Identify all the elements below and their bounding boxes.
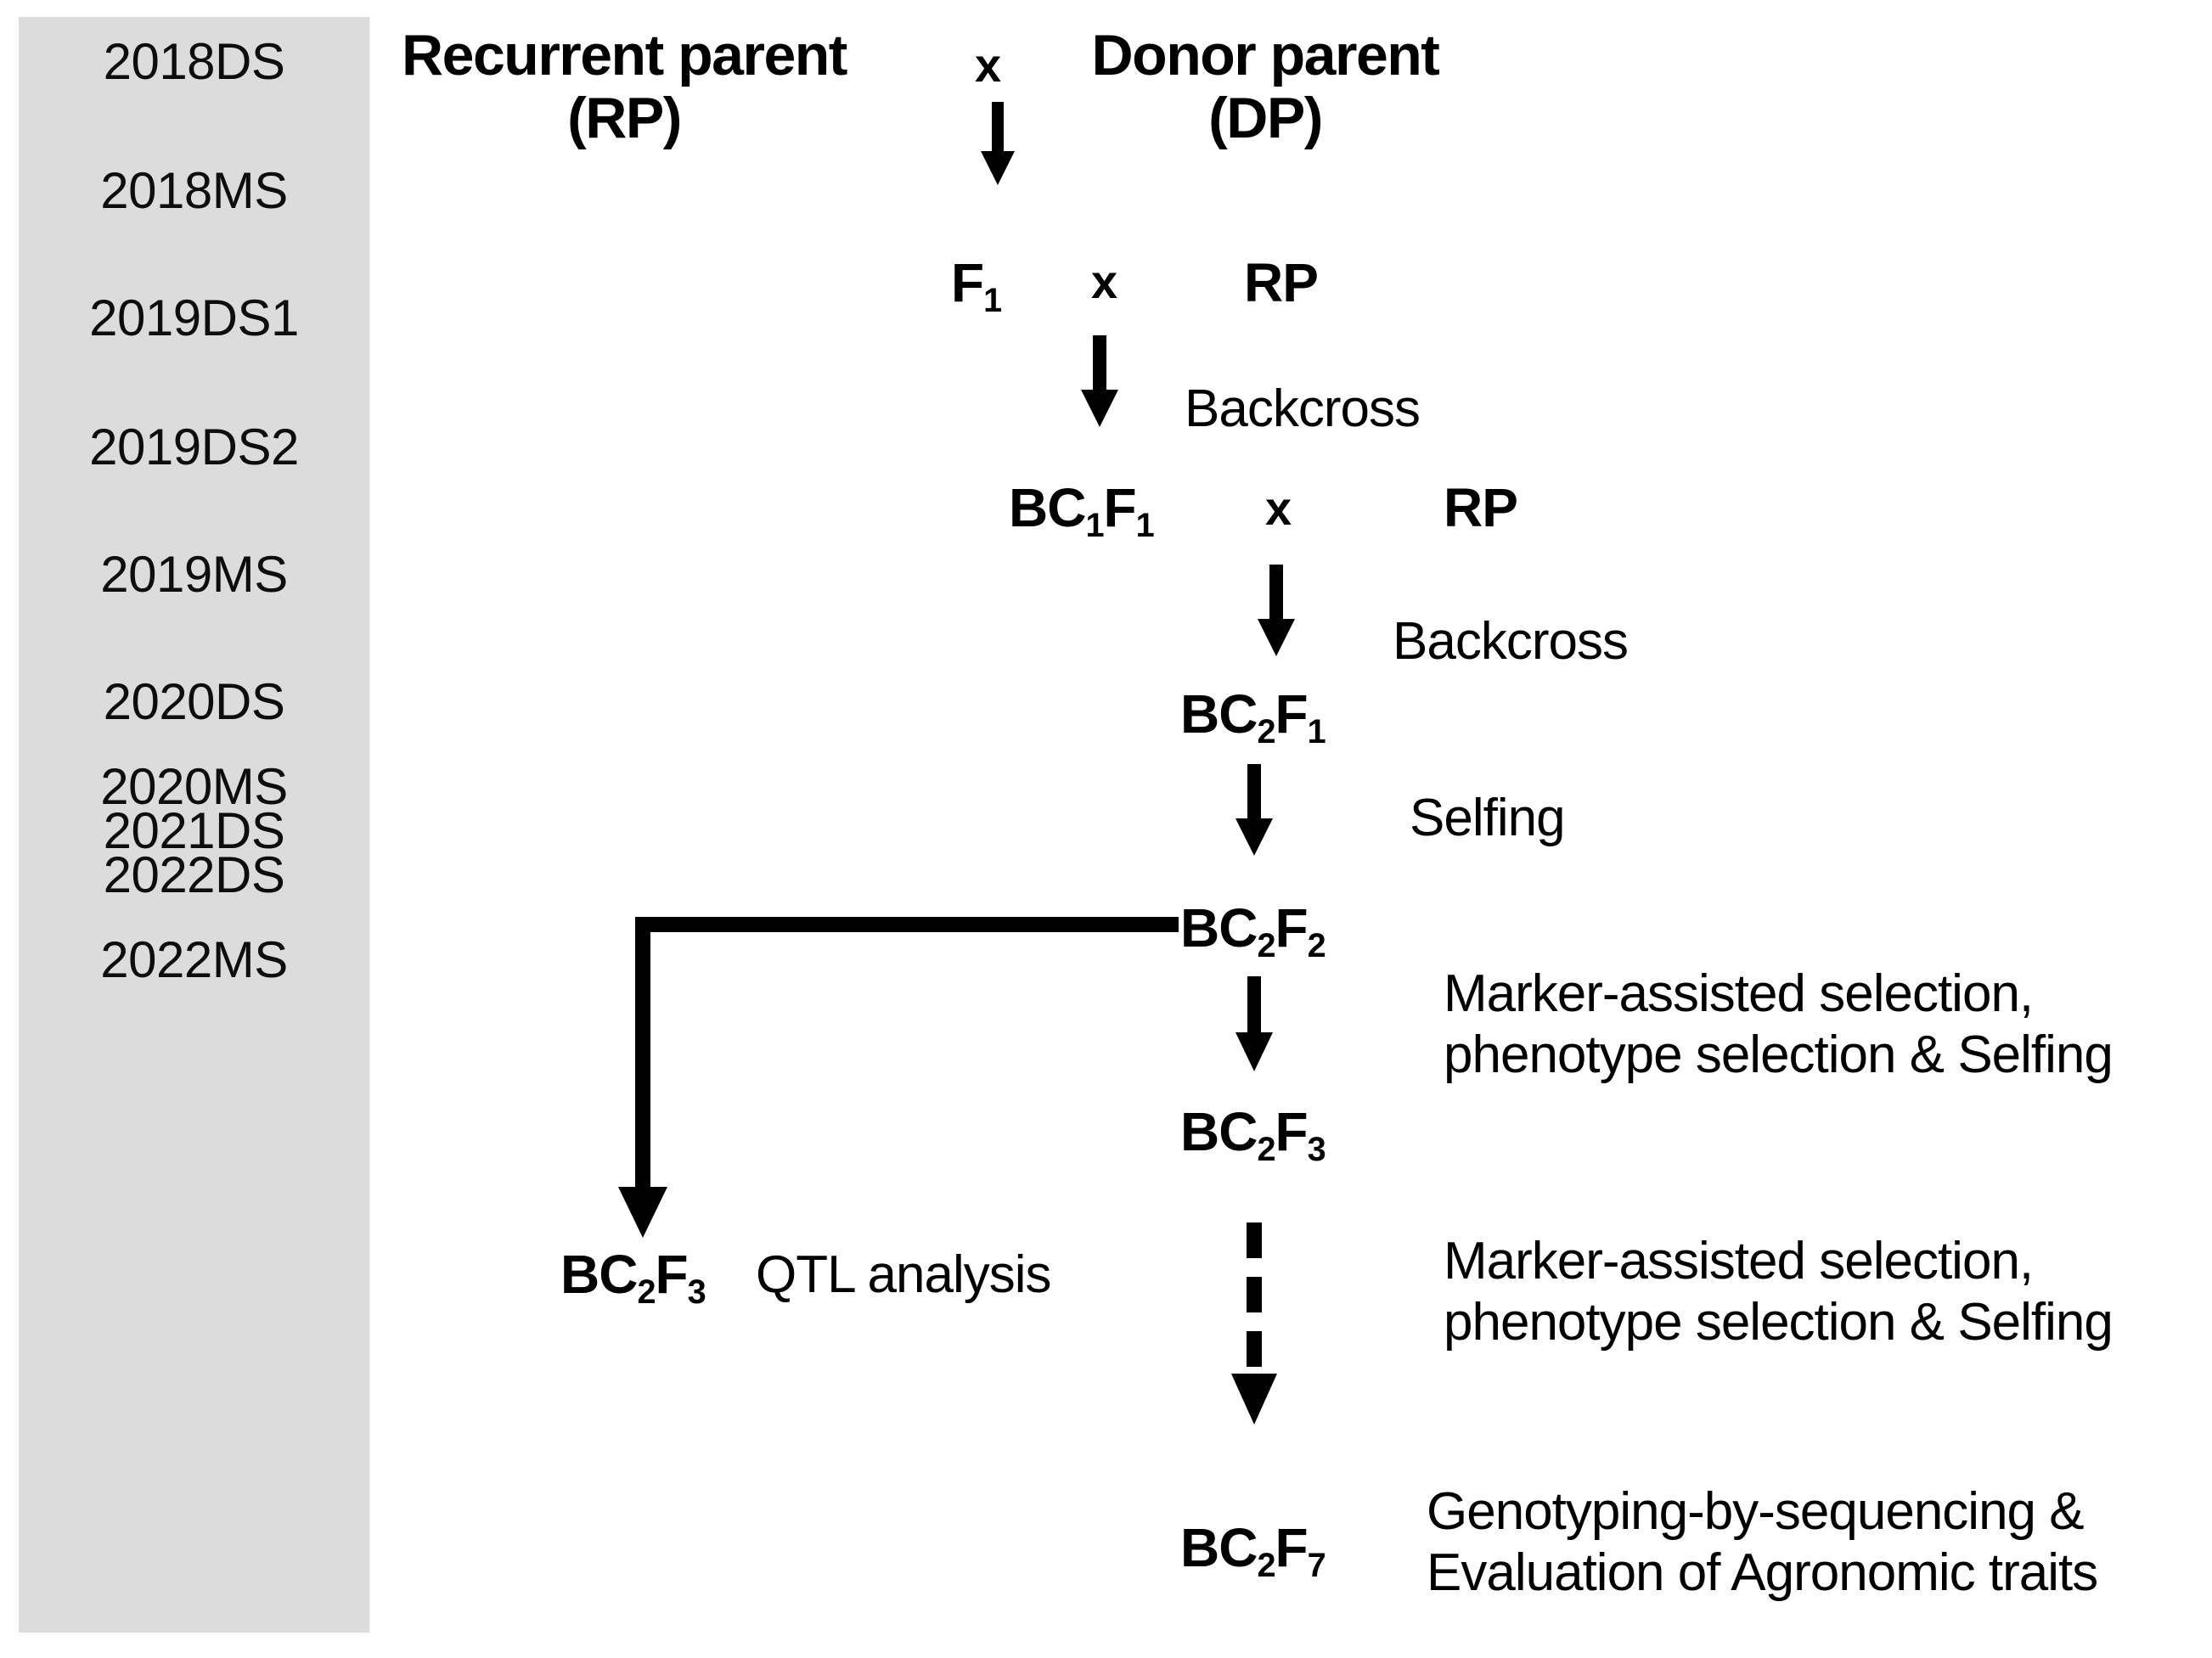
node-rp-1: RP: [1244, 252, 1319, 313]
node-bc2f7-sub2: 7: [1307, 1546, 1326, 1584]
node-bc2f7-f: F: [1275, 1517, 1309, 1578]
node-bc2f2-sub2: 2: [1307, 926, 1326, 964]
node-bc2f7-bc: BC: [1180, 1517, 1258, 1578]
donor-parent-line2: (DP): [1208, 86, 1323, 150]
arrow-f1-to-bc1f1: [1081, 335, 1118, 427]
timeline-item-2019ms: 2019MS: [100, 546, 288, 603]
arrow-parents-to-f1: [981, 102, 1015, 185]
annotation-mas-1-line1: Marker-assisted selection,: [1444, 964, 2034, 1023]
node-bc2f3-qtl-sub1: 2: [637, 1273, 656, 1311]
node-f1-letter: F: [951, 252, 984, 313]
cross-symbol-3: x: [1265, 481, 1292, 535]
node-bc2f1-bc: BC: [1180, 683, 1258, 745]
annotation-mas-2-line2: phenotype selection & Selfing: [1444, 1293, 2114, 1352]
node-bc2f1-sub1: 2: [1257, 712, 1275, 750]
node-bc1f1-sub2: 1: [1135, 506, 1155, 544]
node-bc2f1-sub2: 1: [1307, 712, 1326, 750]
node-bc2f3-qtl: BC2F3: [560, 1246, 706, 1320]
annotation-mas-1-line2: phenotype selection & Selfing: [1444, 1026, 2114, 1084]
node-bc1f1: BC1F1: [1009, 477, 1155, 554]
node-bc2f3-bc: BC: [1180, 1101, 1258, 1162]
arrow-bc1f1-to-bc2f1: [1258, 565, 1295, 656]
node-bc2f3: BC2F3: [1180, 1104, 1326, 1177]
node-bc2f2-bc: BC: [1180, 897, 1258, 958]
node-bc1f1-bc: BC: [1009, 477, 1086, 538]
recurrent-parent-line1: Recurrent parent: [402, 23, 847, 87]
cross-symbol-2: x: [1091, 255, 1118, 308]
annotation-qtl-analysis: QTL analysis: [756, 1245, 1051, 1304]
node-bc2f7: BC2F7: [1180, 1520, 1326, 1593]
annotation-backcross-1: Backcross: [1185, 379, 1421, 438]
node-bc2f2-sub1: 2: [1257, 926, 1275, 964]
annotation-gbs-line1: Genotyping-by-sequencing &: [1427, 1482, 2085, 1541]
timeline-item-2021ds: 2021DS: [103, 802, 285, 859]
annotation-mas-1: Marker-assisted selection, phenotype sel…: [1444, 964, 2114, 1086]
node-bc2f2: BC2F2: [1180, 900, 1326, 974]
node-f1: F1: [951, 252, 1002, 329]
annotation-gbs: Genotyping-by-sequencing & Evaluation of…: [1427, 1481, 2098, 1604]
node-bc2f3-f: F: [1275, 1101, 1309, 1162]
donor-parent-line1: Donor parent: [1091, 23, 1440, 87]
node-bc2f3-sub2: 3: [1307, 1130, 1326, 1168]
timeline-item-2020ms: 2020MS: [100, 758, 288, 815]
timeline-item-2020ds: 2020DS: [103, 673, 285, 730]
node-bc2f3-qtl-bc: BC: [560, 1244, 638, 1305]
timeline-sidebar: 2018DS 2018MS 2019DS1 2019DS2 2019MS 202…: [19, 17, 370, 1633]
node-bc2f3-sub1: 2: [1257, 1130, 1275, 1168]
timeline-item-2022ds: 2022DS: [103, 846, 285, 903]
timeline-item-2018ms: 2018MS: [100, 162, 288, 219]
node-bc2f7-sub1: 2: [1257, 1546, 1275, 1584]
node-bc1f1-sub1: 1: [1085, 506, 1104, 544]
node-bc1f1-f: F: [1103, 477, 1137, 538]
annotation-backcross-2: Backcross: [1393, 612, 1629, 671]
arrow-branch-to-qtl-bc2f3: [618, 917, 1179, 1238]
donor-parent-label: Donor parent (DP): [1044, 24, 1486, 149]
arrow-dashed-bc2f3-to-bc2f7: [1231, 1222, 1277, 1425]
recurrent-parent-label: Recurrent parent (RP): [386, 24, 862, 149]
recurrent-parent-line2: (RP): [567, 86, 682, 150]
cross-symbol-1: x: [975, 38, 1002, 92]
timeline-item-2019ds2: 2019DS2: [89, 419, 299, 475]
node-bc2f3-qtl-sub2: 3: [687, 1273, 706, 1311]
node-rp-2: RP: [1444, 477, 1518, 538]
annotation-gbs-line2: Evaluation of Agronomic traits: [1427, 1543, 2098, 1602]
node-bc2f1: BC2F1: [1180, 686, 1326, 760]
annotation-mas-2-line1: Marker-assisted selection,: [1444, 1232, 2034, 1290]
node-bc2f3-qtl-f: F: [655, 1244, 689, 1305]
node-bc2f2-f: F: [1275, 897, 1309, 958]
timeline-item-2019ds1: 2019DS1: [89, 289, 299, 346]
annotation-selfing: Selfing: [1410, 789, 1566, 847]
timeline-item-2022ms: 2022MS: [100, 931, 288, 988]
arrow-bc2f2-to-bc2f3: [1235, 976, 1273, 1071]
node-f1-subscript: 1: [983, 281, 1002, 319]
arrow-bc2f1-to-bc2f2: [1235, 764, 1273, 856]
annotation-mas-2: Marker-assisted selection, phenotype sel…: [1444, 1231, 2114, 1353]
timeline-item-2018ds: 2018DS: [103, 33, 285, 90]
node-bc2f1-f: F: [1275, 683, 1309, 745]
